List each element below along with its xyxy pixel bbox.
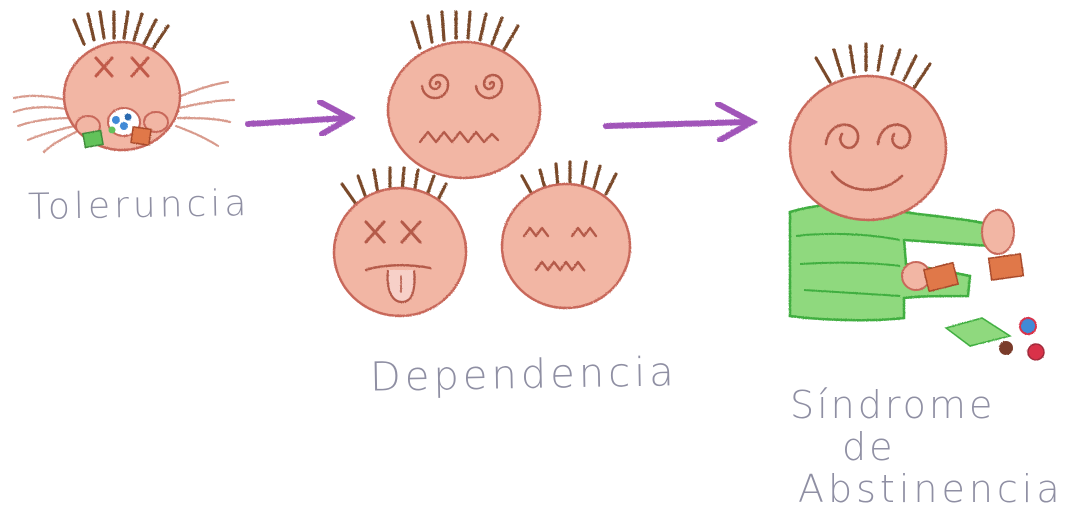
right-hand [982, 210, 1014, 254]
motion-wings-right [176, 82, 234, 146]
label-withdrawal-line1: Síndrome [780, 384, 1080, 426]
withdrawal-figure [790, 44, 1044, 360]
arrow-right-icon [248, 102, 350, 134]
label-tolerance: Toleruncia [28, 186, 251, 226]
label-dependence: Dependencia [370, 352, 678, 397]
pill-icon [924, 254, 1044, 360]
label-withdrawal-line3: Abstinencia [780, 468, 1080, 510]
tolerance-figure [14, 12, 234, 152]
head [790, 76, 946, 220]
label-withdrawal-line2: de [780, 426, 1080, 468]
dependence-top-face [388, 12, 540, 178]
head [502, 184, 630, 308]
arrow-right-icon [606, 104, 752, 140]
dependence-grimace-face [502, 162, 630, 308]
head [388, 42, 540, 178]
label-withdrawal-syndrome: Síndrome de Abstinencia [780, 384, 1080, 510]
dependence-tongue-face [334, 168, 466, 316]
